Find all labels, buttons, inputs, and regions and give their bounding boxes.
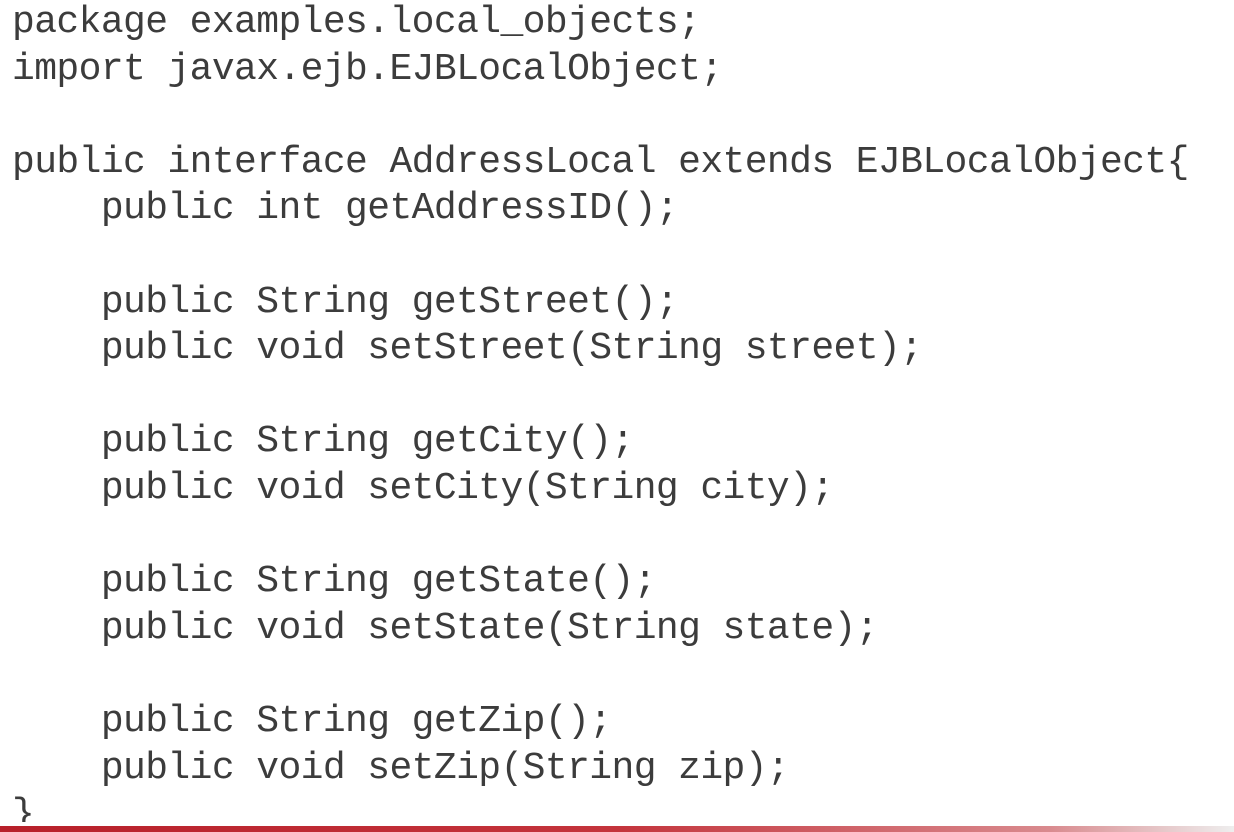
- code-line-set-street: public void setStreet(String street);: [12, 327, 923, 371]
- code-line-set-city: public void setCity(String city);: [12, 466, 834, 510]
- code-listing: package examples.local_objects; import j…: [12, 0, 1227, 822]
- code-line-get-zip: public String getZip();: [12, 699, 612, 743]
- code-line-set-state: public void setState(String state);: [12, 606, 879, 650]
- code-line-blank: [12, 652, 1227, 699]
- code-line-closing-brace: }: [12, 793, 35, 822]
- code-line-package: package examples.local_objects;: [12, 1, 701, 44]
- code-line-blank: [12, 93, 1227, 140]
- code-line-interface-decl: public interface AddressLocal extends EJ…: [12, 140, 1189, 184]
- code-line-import: import javax.ejb.EJBLocalObject;: [12, 47, 723, 91]
- slide-accent-bar: [0, 826, 1234, 832]
- code-line-get-state: public String getState();: [12, 560, 657, 604]
- code-line-get-city: public String getCity();: [12, 420, 635, 464]
- code-line-get-address-id: public int getAddressID();: [12, 187, 679, 231]
- code-line-get-street: public String getStreet();: [12, 280, 679, 324]
- code-line-set-zip: public void setZip(String zip);: [12, 746, 790, 790]
- code-line-blank: [12, 233, 1227, 280]
- code-line-blank: [12, 513, 1227, 560]
- code-line-blank: [12, 373, 1227, 420]
